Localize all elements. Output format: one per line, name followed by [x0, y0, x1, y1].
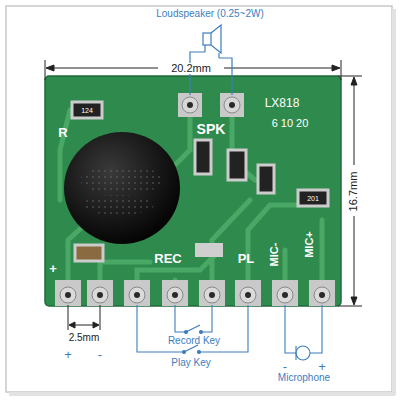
speaker-rating: Loudspeaker (0.25~2W) — [156, 9, 264, 19]
resistor-code: 201 — [307, 195, 319, 202]
silkscreen-label: R — [58, 126, 67, 139]
chip-on-board-blob — [64, 132, 180, 244]
resistor-code: 124 — [81, 107, 93, 114]
silkscreen-label: MIC- — [269, 242, 280, 266]
edge-pads — [55, 280, 335, 306]
loudspeaker-symbol — [190, 25, 232, 95]
dimension-lines — [45, 60, 362, 330]
silkscreen-label: + — [49, 262, 57, 275]
frame — [6, 6, 392, 392]
dimension-width: 20.2mm — [171, 63, 211, 74]
pcb-traces — [60, 105, 322, 295]
board-model: LX818 — [265, 97, 300, 109]
silkscreen-label: REC — [154, 252, 181, 265]
silkscreen-label: SPK — [197, 122, 226, 136]
pcb-board — [45, 76, 341, 306]
mic-polarity: + — [318, 360, 326, 373]
dimension-pitch: 2.5mm — [69, 333, 100, 343]
dimension-height: 16.7mm — [349, 171, 360, 211]
speaker-pads — [178, 93, 244, 117]
silkscreen-label: MIC+ — [304, 231, 315, 258]
switch-label: Play Key — [171, 358, 210, 368]
mic-label: Microphone — [278, 373, 330, 383]
switch-label: Record Key — [168, 336, 220, 346]
mic-polarity: - — [283, 360, 287, 373]
key-wiring — [137, 305, 322, 360]
power-polarity: - — [98, 348, 102, 361]
board-date: 6 10 20 — [272, 118, 309, 129]
power-polarity: + — [64, 348, 72, 361]
silkscreen-label: PL — [238, 252, 255, 265]
